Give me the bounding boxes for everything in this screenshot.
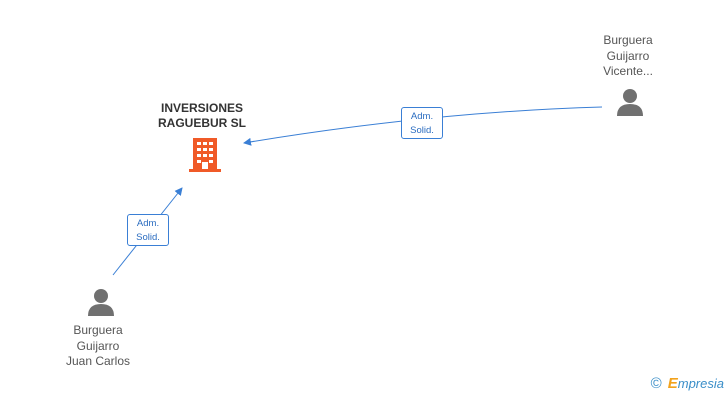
person-icon[interactable] xyxy=(86,288,116,318)
company-name-line2: RAGUEBUR SL xyxy=(157,116,246,130)
person-name-line2: Guijarro xyxy=(76,338,120,353)
brand-name: Empresia xyxy=(667,375,724,392)
edge-label-line2: Solid. xyxy=(410,125,434,136)
person-name-vicente[interactable]: Burguera Guijarro Vicente... xyxy=(588,33,668,80)
edge-label-line1: Adm. xyxy=(410,111,434,122)
company-name-line1: INVERSIONES xyxy=(160,101,244,115)
copyright-icon: © xyxy=(650,375,662,392)
edge-label-vicente[interactable]: Adm. Solid. xyxy=(401,107,443,139)
person-name-line2: Guijarro xyxy=(606,48,650,63)
person-name-line1: Burguera xyxy=(603,33,653,47)
edge-label-juan-carlos[interactable]: Adm. Solid. xyxy=(127,214,169,246)
person-name-line3: Vicente... xyxy=(603,64,653,78)
edge-label-line1: Adm. xyxy=(136,218,160,229)
person-name-line3: Juan Carlos xyxy=(65,354,131,368)
person-icon[interactable] xyxy=(615,88,645,118)
person-name-juan-carlos[interactable]: Burguera Guijarro Juan Carlos xyxy=(50,323,146,370)
edge-label-line2: Solid. xyxy=(136,232,160,243)
person-name-line1: Burguera xyxy=(73,323,123,337)
building-icon[interactable] xyxy=(189,138,221,172)
company-name[interactable]: INVERSIONES RAGUEBUR SL xyxy=(140,101,264,131)
brand-logo[interactable]: © Empresia xyxy=(651,375,724,392)
